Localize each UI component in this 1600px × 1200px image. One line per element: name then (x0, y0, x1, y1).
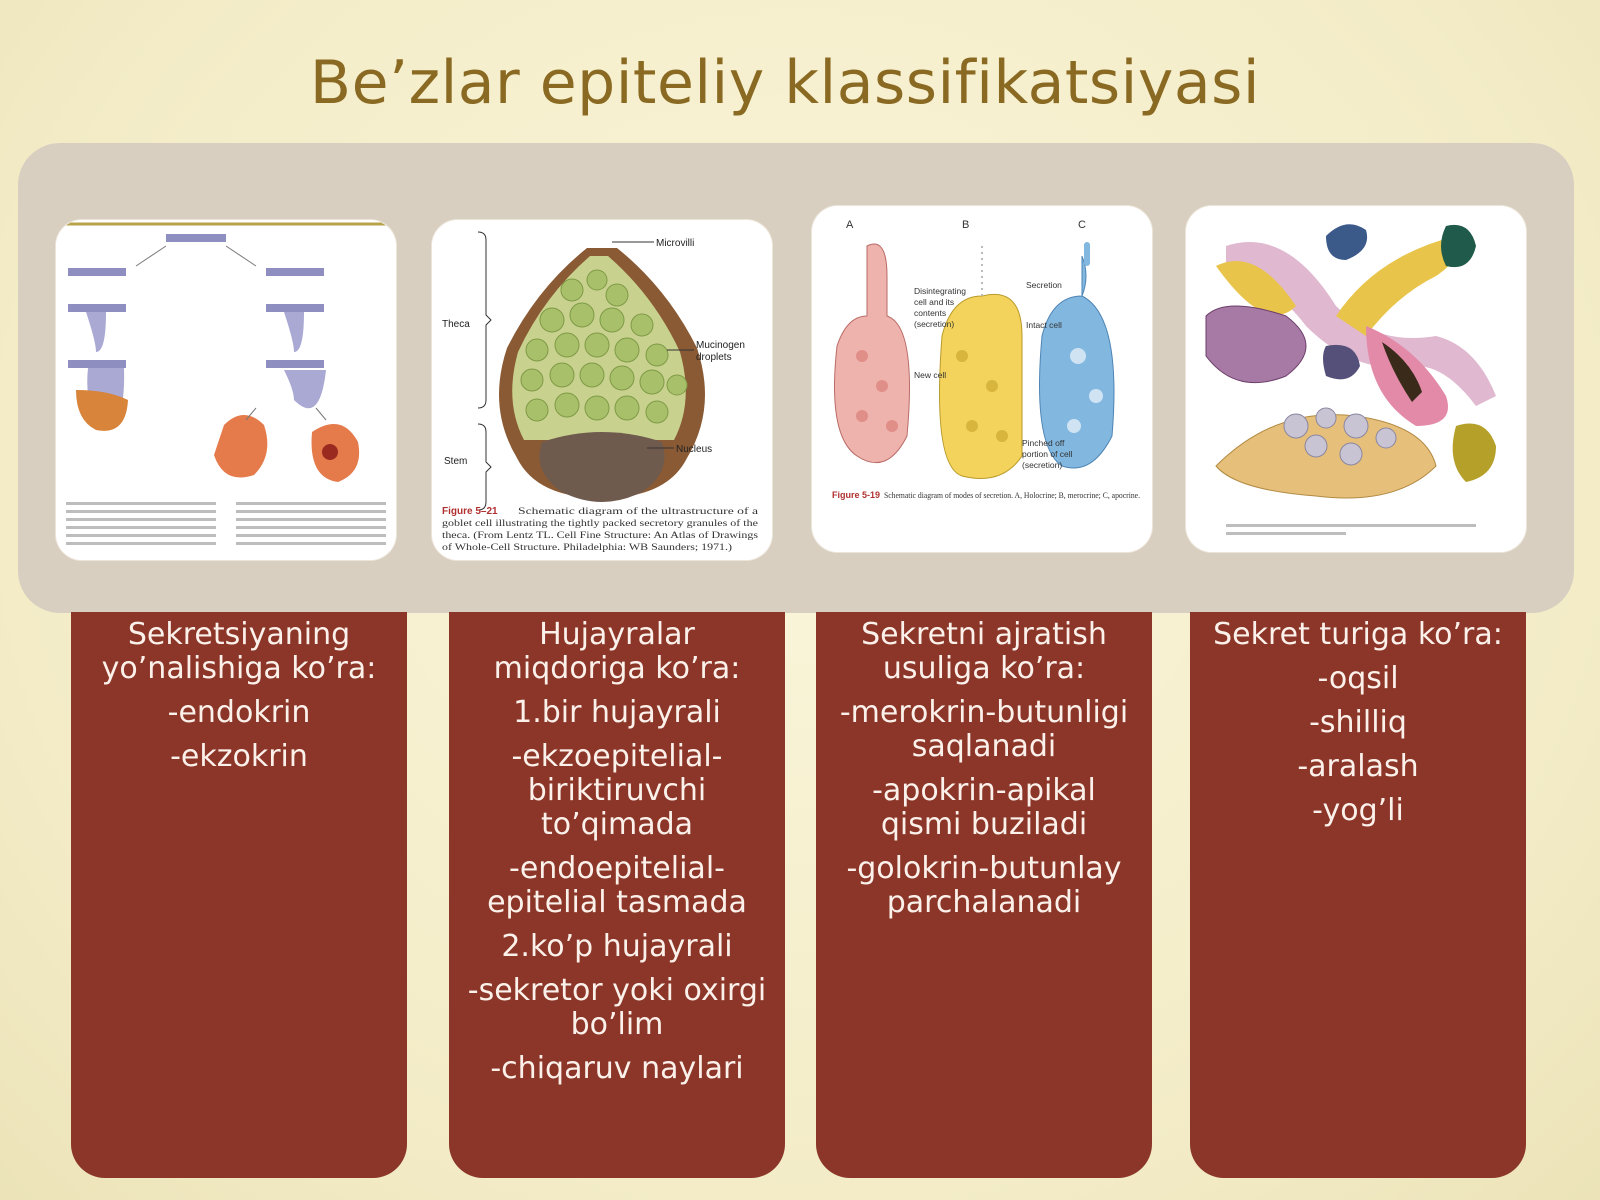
label-droplets: droplets (696, 352, 732, 363)
label-mucinogen: Mucinogen (696, 340, 745, 351)
figure-caption-number: Figure 5-19 (832, 490, 880, 500)
list-item: -aralash (1297, 749, 1419, 784)
figure-caption-line-1: Schematic diagram of the ultrastructure … (518, 506, 758, 516)
label-disintegrating-2: cell and its (914, 297, 954, 307)
label-disintegrating-3: contents (914, 308, 946, 318)
label-stem: Stem (444, 456, 467, 467)
label-b: B (962, 219, 969, 231)
list-item: -ekzoepitelial-biriktiruvchi to’qimada (511, 739, 723, 842)
list-item: -golokrin-butunlay parchalanadi (846, 851, 1122, 920)
label-pinched-1: Pinched off (1022, 438, 1065, 448)
list-item: -sekretor yoki oxirgi bo’lim (467, 973, 767, 1042)
column-secretion-type: Sekret turiga ko’ra: -oqsil -shilliq -ar… (1190, 612, 1526, 1178)
label-a: A (846, 219, 854, 231)
label-secretion: Secretion (1026, 280, 1062, 290)
list-item: -shilliq (1309, 705, 1407, 740)
column-heading: Sekret turiga ko’ra: (1213, 617, 1503, 652)
label-disintegrating-1: Disintegrating (914, 286, 966, 296)
exocrine-gland-image (1186, 206, 1526, 552)
label-nucleus: Nucleus (676, 444, 712, 455)
column-heading: Sekretni ajratish usuliga ko’ra: (861, 617, 1107, 686)
label-c: C (1078, 219, 1086, 231)
list-item: -yog’li (1312, 793, 1404, 828)
label-new-cell: New cell (914, 370, 946, 380)
list-item: -ekzokrin (170, 739, 308, 774)
list-item: -chiqaruv naylari (490, 1051, 744, 1086)
label-theca: Theca (442, 319, 470, 330)
label-pinched-3: (secretion) (1022, 460, 1062, 470)
goblet-cell-diagram: Microvilli Theca Mucinogen droplets Stem… (432, 220, 772, 560)
label-microvilli: Microvilli (656, 238, 694, 249)
list-item: -endokrin (167, 695, 311, 730)
list-item: -apokrin-apikal qismi buziladi (872, 773, 1096, 842)
figure-caption-line-2: goblet cell illustrating the tightly pac… (442, 518, 758, 528)
column-heading: Hujayralar miqdoriga ko’ra: (493, 617, 741, 686)
column-heading: Sekretsiyaning yo’nalishiga ko’ra: (101, 617, 377, 686)
list-item: -oqsil (1317, 661, 1399, 696)
list-item: -merokrin-butunligi saqlanadi (839, 695, 1129, 764)
figure-caption: Schematic diagram of modes of secretion.… (884, 491, 1140, 500)
gland-development-image (56, 220, 396, 560)
gland-development-diagram (56, 220, 396, 560)
label-disintegrating-4: (secretion) (914, 319, 954, 329)
label-pinched-2: portion of cell (1022, 449, 1073, 459)
figure-caption-number: Figure 5–21 (442, 506, 498, 517)
column-secretion-direction: Sekretsiyaning yo’nalishiga ko’ra: -endo… (71, 612, 407, 1178)
list-item: 2.ko’p hujayrali (501, 929, 733, 964)
figure-caption-line-4: of Whole-Cell Structure. Philadelphia: W… (442, 542, 732, 552)
goblet-cell-image: Microvilli Theca Mucinogen droplets Stem… (432, 220, 772, 560)
secretion-modes-image: A B C Disintegrating cell and its conten… (812, 206, 1152, 552)
slide-title: Be’zlar epiteliy klassifikatsiyasi (309, 48, 1261, 118)
column-secretion-method: Sekretni ajratish usuliga ko’ra: -merokr… (816, 612, 1152, 1178)
exocrine-gland-diagram (1186, 206, 1526, 552)
figure-caption-line-3: theca. (From Lentz TL. Cell Fine Structu… (442, 530, 759, 540)
column-cell-count: Hujayralar miqdoriga ko’ra: 1.bir hujayr… (449, 612, 785, 1178)
list-item: -endoepitelial-epitelial tasmada (487, 851, 747, 920)
label-intact-cell: Intact cell (1026, 320, 1062, 330)
list-item: 1.bir hujayrali (513, 695, 721, 730)
secretion-modes-diagram: A B C Disintegrating cell and its conten… (812, 206, 1152, 552)
